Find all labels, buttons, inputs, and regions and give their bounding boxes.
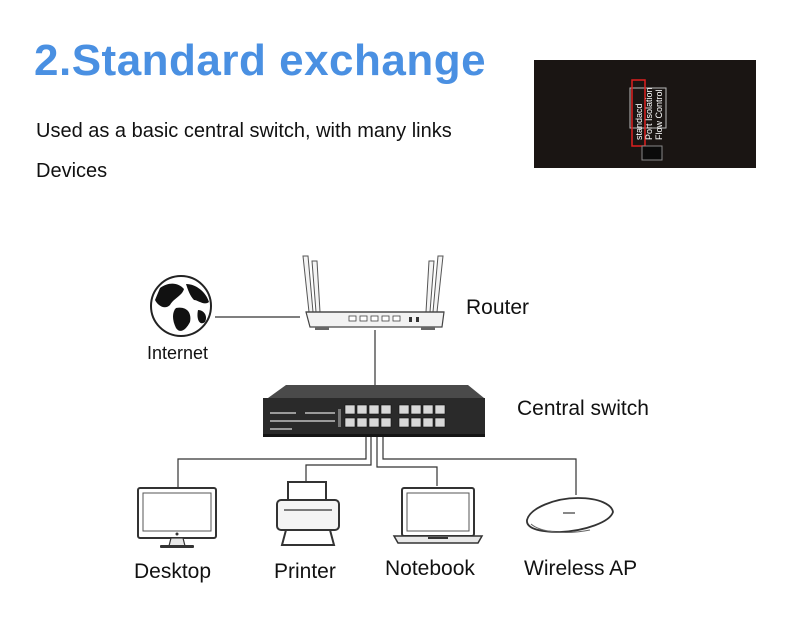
desktop-icon [138, 488, 216, 548]
printer-icon [277, 482, 339, 545]
switch-desktop-link [178, 434, 366, 488]
internet-label: Internet [147, 343, 208, 364]
switch-notebook-link [377, 434, 437, 486]
wireless-ap-icon [527, 498, 613, 532]
switch-ap-link [383, 434, 576, 495]
printer-label: Printer [274, 560, 336, 584]
router-icon [303, 256, 444, 330]
wireless-ap-label: Wireless AP [524, 557, 637, 581]
globe-icon [151, 276, 211, 336]
router-label: Router [466, 296, 529, 320]
notebook-icon [394, 488, 482, 543]
switch-icon [263, 385, 485, 437]
switch-label: Central switch [517, 397, 649, 421]
switch-printer-link [306, 434, 371, 482]
notebook-label: Notebook [385, 557, 475, 581]
desktop-label: Desktop [134, 560, 211, 584]
